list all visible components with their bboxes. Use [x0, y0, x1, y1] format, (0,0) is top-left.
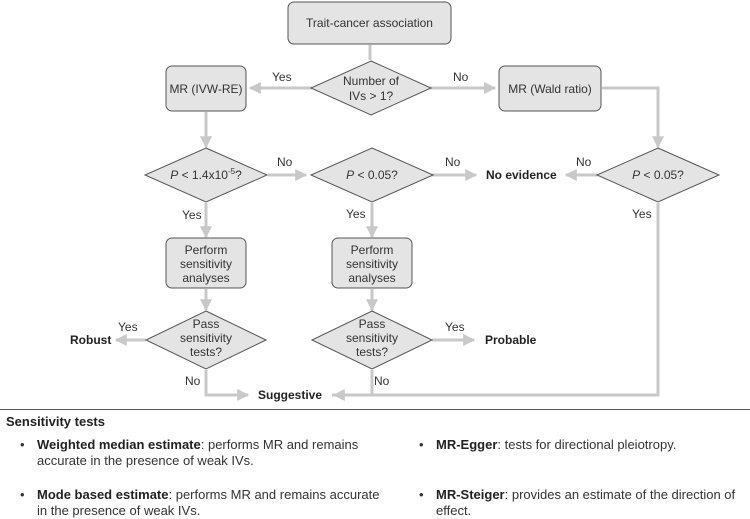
legend-title: Sensitivity tests — [6, 414, 105, 429]
p-005-wald-label: P < 0.05? — [632, 168, 684, 182]
p-005-label: P < 0.05? — [346, 168, 398, 182]
decision-ivs-line1: Number of — [343, 74, 400, 88]
label-no-p1: No — [277, 155, 293, 169]
p-symbol: P — [170, 168, 178, 182]
label-yes-p3: Yes — [632, 207, 652, 221]
pass1-line1: Pass — [193, 317, 220, 331]
sensitivity-node-1: Perform sensitivity analyses — [165, 237, 247, 289]
decision-p-005-ivw: P < 0.05? — [309, 147, 435, 203]
legend-desc: : performs MR and remains accurate in th… — [37, 487, 380, 518]
pass2-line2: sensitivity — [346, 331, 398, 345]
pass2-line1: Pass — [359, 317, 386, 331]
decision-p-005-wald: P < 0.05? — [595, 147, 721, 203]
legend-divider — [0, 409, 750, 410]
label-no-pass2: No — [374, 374, 390, 388]
pass1-line3: tests? — [190, 345, 222, 359]
legend-item-mode-based: • Mode based estimate: performs MR and r… — [20, 487, 387, 519]
decision-p-threshold: P < 1.4x10-5? — [143, 147, 269, 203]
p-threshold-exponent: -5 — [228, 167, 236, 176]
decision-number-of-ivs: Number of IVs > 1? — [309, 60, 433, 116]
flowchart: Trait-cancer association Number of IVs >… — [70, 1, 721, 402]
p-threshold-label: P < 1.4x10-5? — [170, 167, 242, 182]
bullet-dot: • — [20, 487, 25, 502]
start-label: Trait-cancer association — [306, 16, 433, 30]
pass1-line2: sensitivity — [180, 331, 232, 345]
sens2-line1: Perform — [351, 243, 394, 257]
outcome-probable: Probable — [485, 333, 537, 347]
p-symbol: P — [346, 168, 354, 182]
label-yes-p2: Yes — [346, 207, 366, 221]
edge-pass1-to-suggestive — [204, 370, 250, 401]
edges — [114, 45, 664, 401]
sens2-line2: sensitivity — [346, 257, 398, 271]
edge-wald-to-p3 — [602, 86, 664, 149]
start-node: Trait-cancer association — [287, 1, 452, 45]
p-005-suffix: < 0.05? — [354, 168, 398, 182]
sens1-line1: Perform — [185, 243, 228, 257]
legend-item-mr-steiger: • MR-Steiger: provides an estimate of th… — [419, 487, 741, 519]
p-005-wald-suffix: < 0.05? — [640, 168, 684, 182]
label-yes-pass2: Yes — [445, 320, 465, 334]
label-no-p2: No — [445, 155, 461, 169]
label-no-wald: No — [453, 70, 469, 84]
legend-term: Mode based estimate — [37, 487, 169, 502]
decision-pass-tests-2: Pass sensitivity tests? — [310, 310, 434, 370]
edge-pass2-to-suggestive — [332, 370, 374, 397]
mr-ivw-node: MR (IVW-RE) — [165, 65, 247, 112]
sens1-line2: sensitivity — [180, 257, 232, 271]
decision-ivs-line2: IVs > 1? — [349, 89, 394, 103]
outcome-suggestive: Suggestive — [258, 388, 322, 402]
label-yes-p1: Yes — [182, 208, 202, 222]
label-no-pass1: No — [185, 374, 201, 388]
label-no-p3: No — [576, 155, 592, 169]
sensitivity-node-2: Perform sensitivity analyses — [331, 237, 413, 289]
p-threshold-prefix: < 1.4x10 — [178, 168, 228, 182]
legend-term: Weighted median estimate — [37, 437, 201, 452]
outcome-no-evidence: No evidence — [486, 168, 557, 182]
bullet-dot: • — [20, 437, 25, 452]
legend-desc: : performs MR and remains accurate in th… — [37, 437, 359, 468]
legend-item-weighted-median: • Weighted median estimate: performs MR … — [20, 437, 387, 469]
sens1-line3: analyses — [182, 271, 229, 285]
label-yes-ivw: Yes — [272, 70, 292, 84]
label-yes-pass1: Yes — [118, 320, 138, 334]
mr-wald-label: MR (Wald ratio) — [508, 82, 592, 96]
pass2-line3: tests? — [356, 345, 388, 359]
legend-item-mr-egger: • MR-Egger: tests for directional pleiot… — [419, 437, 741, 453]
mr-ivw-label: MR (IVW-RE) — [169, 82, 242, 96]
p-threshold-suffix: ? — [235, 168, 242, 182]
sens2-line3: analyses — [348, 271, 395, 285]
p-symbol: P — [632, 168, 640, 182]
legend-term: MR-Steiger — [436, 487, 505, 502]
legend-desc: : provides an estimate of the direction … — [436, 487, 736, 518]
edge-p3-to-suggestive — [332, 203, 660, 401]
decision-pass-tests-1: Pass sensitivity tests? — [144, 310, 268, 370]
outcome-robust: Robust — [70, 333, 111, 347]
bullet-dot: • — [419, 487, 424, 502]
mr-wald-node: MR (Wald ratio) — [498, 65, 602, 112]
bullet-dot: • — [419, 437, 424, 452]
legend-desc: : tests for directional pleiotropy. — [497, 437, 677, 452]
legend-term: MR-Egger — [436, 437, 498, 452]
